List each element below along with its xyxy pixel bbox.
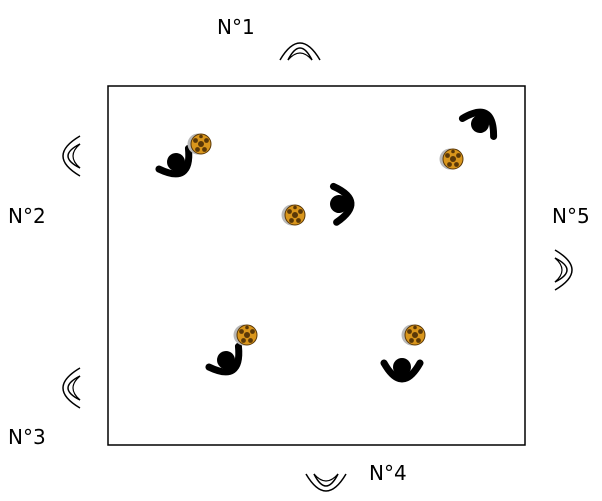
player-top-right xyxy=(439,105,502,170)
eye-icon xyxy=(305,473,347,492)
ball-icon xyxy=(187,133,212,155)
player-icon xyxy=(460,105,502,141)
eye-icon xyxy=(62,367,81,409)
ball-icon xyxy=(233,324,258,346)
station-label-4: N°4 xyxy=(369,461,407,485)
player-bottom-right xyxy=(384,324,426,380)
station-label-1: N°1 xyxy=(217,15,255,39)
player-top-left xyxy=(156,133,212,183)
field xyxy=(107,85,526,446)
ball-icon xyxy=(401,324,426,346)
player-icon xyxy=(206,342,248,380)
player-icon xyxy=(328,185,352,223)
eye-icon xyxy=(554,249,573,291)
player-icon xyxy=(384,358,420,379)
eye-icon xyxy=(279,42,321,61)
station-label-3: N°3 xyxy=(8,425,46,449)
player-center xyxy=(281,185,353,226)
station-label-5: N°5 xyxy=(552,204,590,228)
ball-icon xyxy=(281,204,306,226)
ball-icon xyxy=(439,148,464,170)
player-bottom-left xyxy=(206,324,258,381)
station-label-2: N°2 xyxy=(8,204,46,228)
eye-icon xyxy=(62,135,81,177)
